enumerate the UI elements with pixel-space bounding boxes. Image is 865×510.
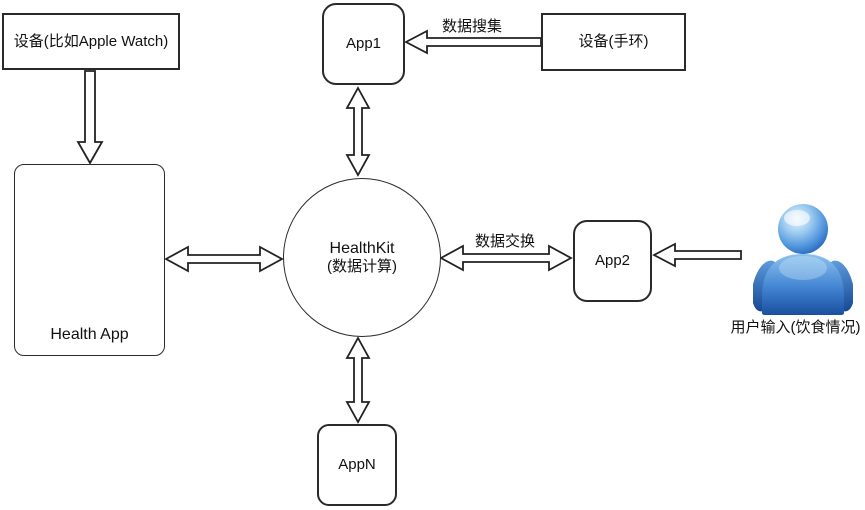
node-app2: App2: [573, 220, 652, 302]
node-appn-label: AppN: [338, 456, 376, 473]
arrow-healthkit-app2-bidirectional: [439, 244, 573, 272]
edge-label-data-collection: 数据搜集: [441, 18, 502, 35]
node-health-app-label: Health App: [50, 325, 129, 343]
node-healthkit-title: HealthKit: [329, 239, 395, 257]
user-input-label: 用户输入(饮食情况): [730, 319, 861, 336]
user-person-icon: [753, 204, 853, 315]
arrow-device-watch-to-health-app: [76, 70, 104, 165]
node-healthkit-circle: HealthKit (数据计算): [283, 178, 441, 337]
node-app1-label: App1: [345, 35, 382, 52]
arrow-user-to-app2: [652, 242, 742, 268]
arrow-healthkit-appn-bidirectional: [345, 336, 371, 424]
node-device-apple-watch-label: 设备(比如Apple Watch): [13, 32, 169, 50]
node-device-band: 设备(手环): [541, 13, 686, 71]
node-app1: App1: [322, 3, 405, 85]
node-health-app: Health App: [14, 164, 165, 356]
edge-label-data-exchange: 数据交换: [474, 233, 535, 250]
arrow-app1-healthkit-bidirectional: [345, 86, 371, 177]
node-device-band-label: 设备(手环): [578, 33, 649, 50]
node-appn: AppN: [317, 424, 397, 506]
node-app2-label: App2: [594, 252, 631, 269]
node-healthkit-subtitle: (数据计算): [327, 258, 397, 276]
arrow-healthapp-healthkit-bidirectional: [164, 245, 284, 273]
node-device-apple-watch: 设备(比如Apple Watch): [2, 13, 180, 70]
